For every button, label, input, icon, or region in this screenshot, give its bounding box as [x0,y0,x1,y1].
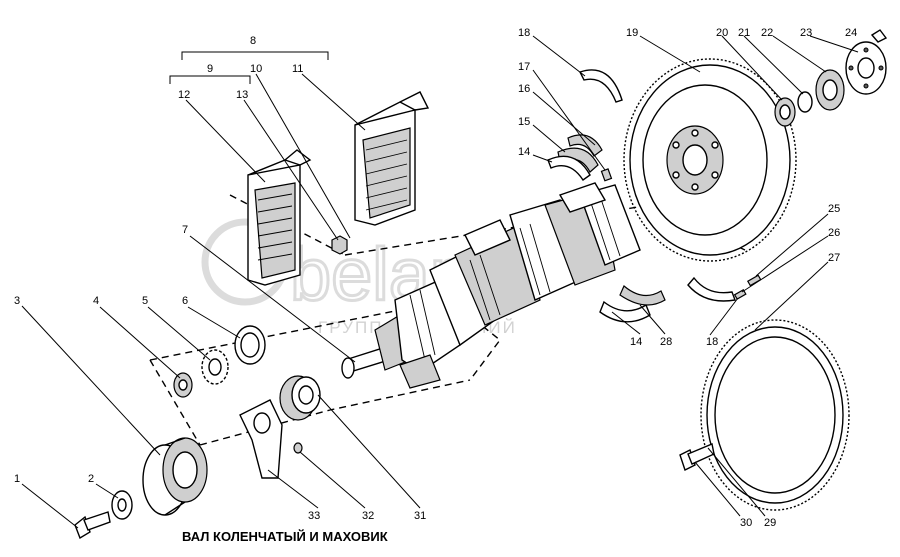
callout-6: 6 [182,295,188,307]
crankshaft-shading [409,195,621,361]
callout-21: 21 [738,27,750,39]
callout-4: 4 [93,295,99,307]
callout-24: 24 [845,27,857,39]
callout-1: 1 [14,473,20,485]
callout-12: 12 [178,89,190,101]
callout-11: 11 [292,63,303,75]
callout-16: 16 [518,83,530,95]
callout-10: 10 [250,63,262,75]
callout-18-lower: 18 [706,336,718,348]
bearing-package-11 [354,91,430,226]
bolt-30 [679,443,715,471]
callout-25: 25 [828,203,840,215]
leader-lines [21,35,859,529]
callout-14-lower: 14 [630,336,642,348]
bearing-package-12-hatching [257,193,293,261]
gear-31 [279,375,321,421]
ring-gear-27 [700,319,850,511]
pulley-3 [142,437,208,516]
callout-8: 8 [250,35,256,47]
bearing-shell-16 [567,134,603,157]
callout-20: 20 [716,27,728,39]
bearing-package-12 [247,149,312,286]
callout-30: 30 [740,517,752,529]
bearing-package-11-hatching [365,139,408,211]
callout-19: 19 [626,27,638,39]
callout-32: 32 [362,510,374,522]
nut-13 [331,235,348,255]
callout-labels: 1 2 3 4 5 6 7 8 9 10 11 12 13 18 17 16 1… [14,27,857,529]
bearing-shell-14-upper [547,155,591,181]
pins-25-26 [733,274,762,300]
callout-13: 13 [236,89,248,101]
callout-31: 31 [414,510,426,522]
bearing-20 [774,97,796,127]
callout-29: 29 [764,517,776,529]
counterweight-33 [239,399,283,479]
callout-9: 9 [207,63,213,75]
key-32 [293,442,303,454]
callout-7: 7 [182,224,188,236]
callout-23: 23 [800,27,812,39]
ring-6 [234,325,266,365]
bearing-22 [815,69,845,111]
bolt-1 [74,511,111,540]
callout-27: 27 [828,252,840,264]
gear-5 [201,349,229,385]
callout-28: 28 [660,336,672,348]
callout-26: 26 [828,227,840,239]
gear-4 [173,372,193,398]
callout-15: 15 [518,116,530,128]
washer-2 [111,490,133,520]
callout-14-upper: 14 [518,146,530,158]
diagram-caption: ВАЛ КОЛЕНЧАТЫЙ И МАХОВИК [182,529,388,544]
flywheel-19 [623,58,797,262]
callout-2: 2 [88,473,94,485]
callout-17: 17 [518,61,530,73]
plate-23 [845,41,887,95]
callout-5: 5 [142,295,148,307]
crankshaft [341,182,641,389]
bolt-24 [870,29,888,43]
dowel-17 [600,168,613,182]
callout-3: 3 [14,295,20,307]
callout-33: 33 [308,510,320,522]
thrust-washer-18-upper [579,69,623,103]
ring-21 [797,91,813,113]
thrust-washer-18-lower [687,276,736,302]
flywheel-19-bolt-holes [672,129,719,191]
callout-22: 22 [761,27,773,39]
bearing-shell-28 [619,285,666,306]
callout-18-upper: 18 [518,27,530,39]
